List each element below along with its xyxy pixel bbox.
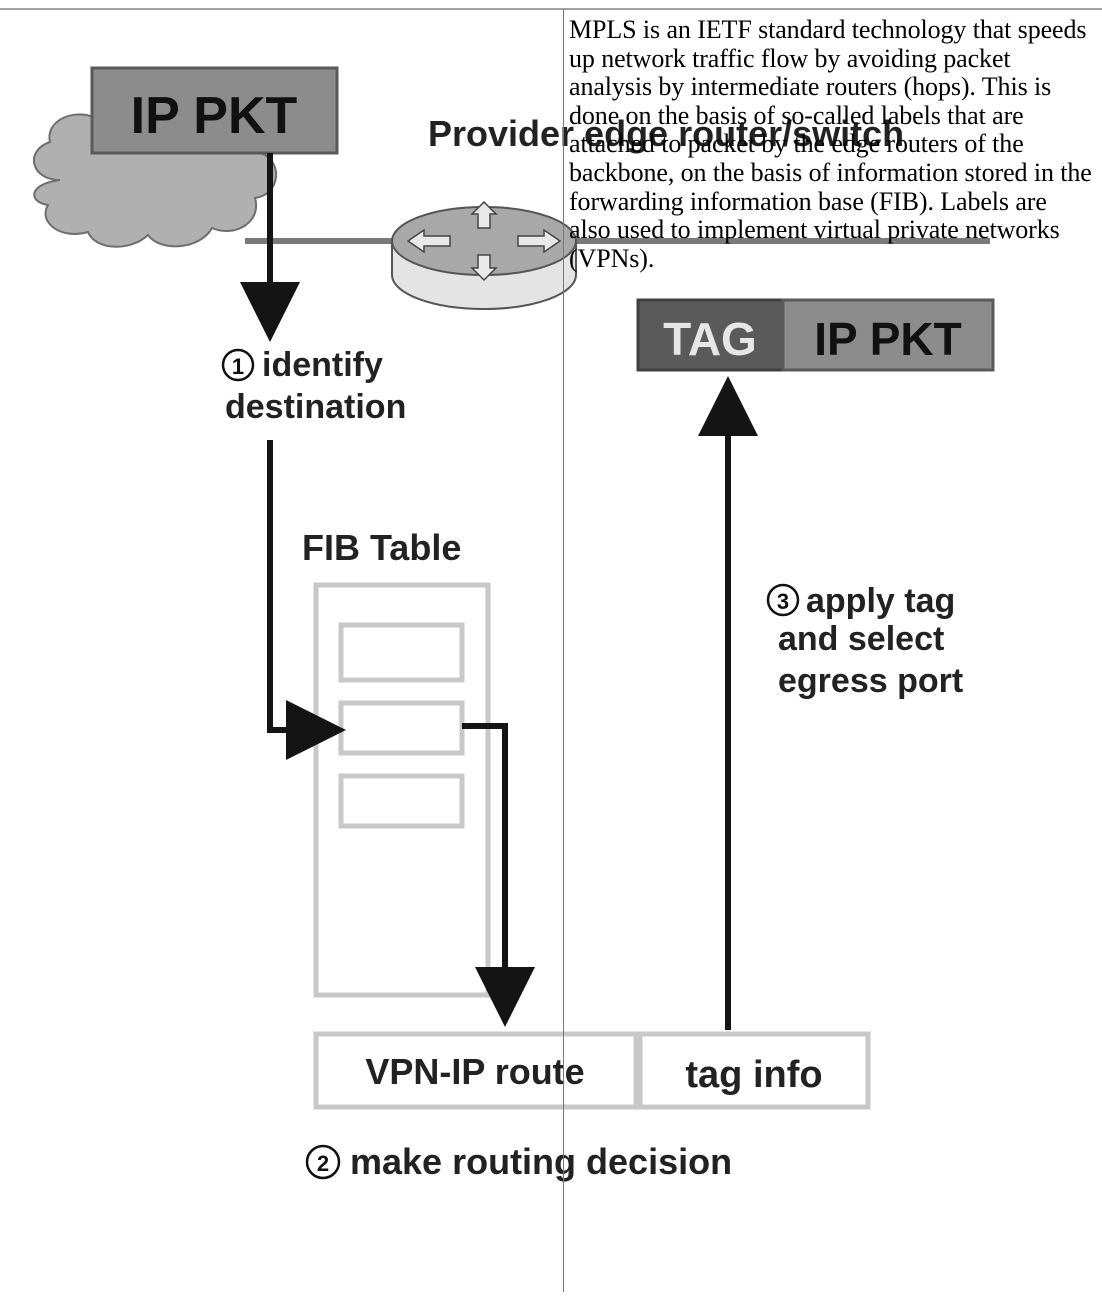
caption-text: MPLS is an IETF standard technology that… xyxy=(569,15,1092,273)
ip-pkt-out-label: IP PKT xyxy=(814,313,961,365)
ip-pkt-out-box xyxy=(781,298,995,372)
router-label: Provider edge router/switch xyxy=(428,113,904,154)
tag-box xyxy=(636,298,785,372)
vpn-route-box xyxy=(313,1031,639,1110)
vpn-route-label: VPN-IP route xyxy=(365,1051,584,1092)
ip-pkt-in-box xyxy=(90,66,339,155)
step3-line1: apply tag xyxy=(806,582,955,620)
fib-entry-1 xyxy=(338,622,465,683)
step1-marker: 1 xyxy=(221,348,255,382)
ip-pkt-in-label: IP PKT xyxy=(131,87,298,145)
step2-text: make routing decision xyxy=(350,1141,732,1182)
step3-line3: egress port xyxy=(778,662,963,700)
router-icon xyxy=(391,200,577,310)
fib-title: FIB Table xyxy=(302,527,461,568)
step3-line2: and select xyxy=(778,620,944,658)
tag-info-label: tag info xyxy=(685,1054,822,1096)
tag-label: TAG xyxy=(663,313,757,365)
step2-marker: 2 xyxy=(305,1144,341,1180)
arrow-fib-to-route xyxy=(462,723,535,1027)
step3-marker: 3 xyxy=(766,583,800,617)
step3-number: 3 xyxy=(777,589,789,614)
arrow-step1-to-fib xyxy=(267,440,346,760)
fib-entry-2 xyxy=(338,700,465,756)
tag-info-box xyxy=(637,1031,871,1110)
step1-line2: destination xyxy=(225,388,406,426)
fib-entry-3 xyxy=(338,773,465,829)
step1-line1: identify xyxy=(262,346,383,384)
step1-number: 1 xyxy=(232,354,244,379)
step2-number: 2 xyxy=(317,1151,329,1176)
